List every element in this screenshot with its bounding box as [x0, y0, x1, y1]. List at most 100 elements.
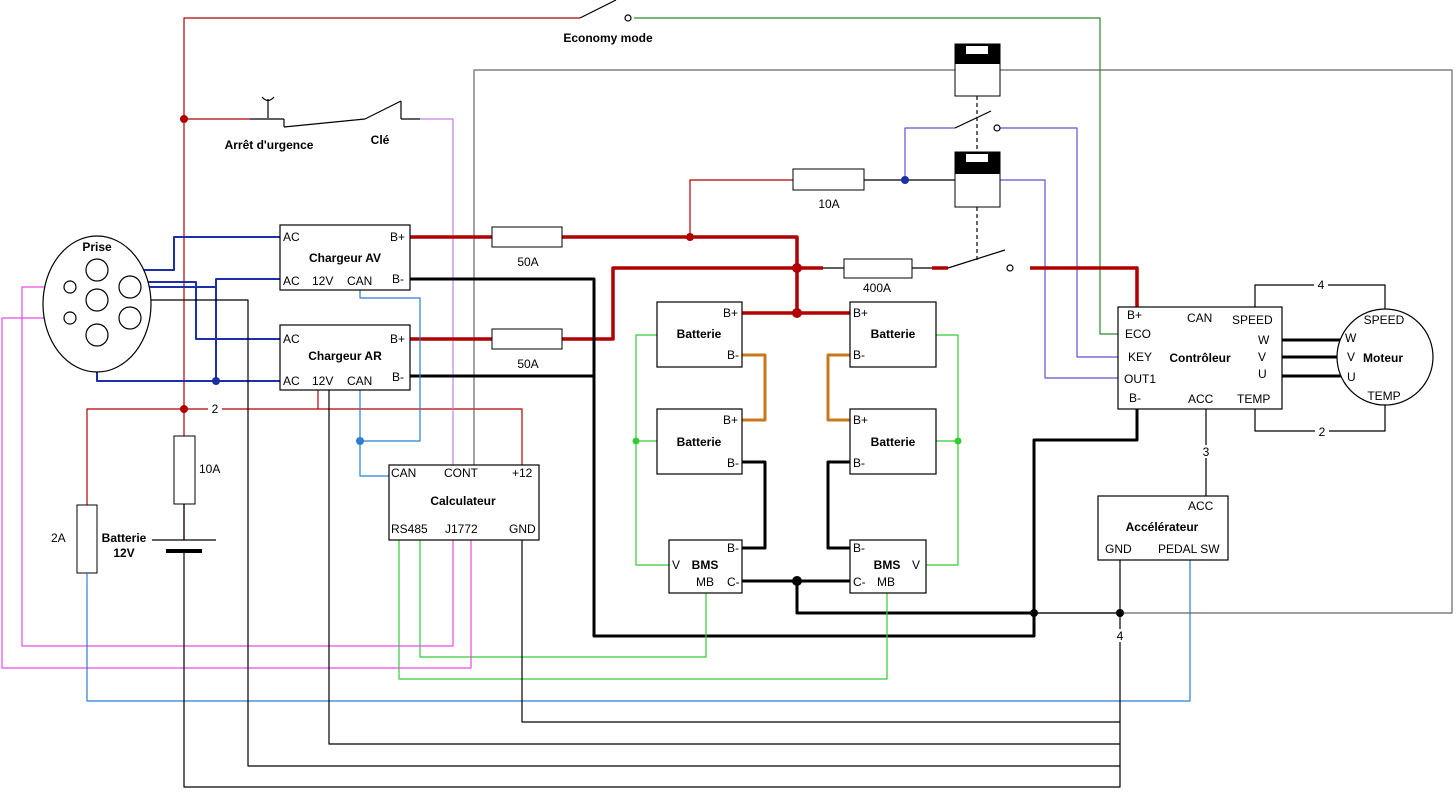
- calculator-gnd: GND: [509, 522, 536, 536]
- fuse-50a-top-label: 50A: [517, 255, 538, 269]
- red-rear-to-pack: [562, 266, 823, 341]
- can-front: [359, 290, 421, 442]
- charger-front-can: CAN: [347, 274, 372, 288]
- economy-switch: [579, 0, 617, 19]
- black-bat-bms-left: [742, 460, 767, 550]
- charger-front-title: Chargeur AV: [309, 251, 381, 265]
- motor-speed: SPEED: [1364, 313, 1405, 327]
- ac-line-2: [108, 281, 280, 340]
- charger-rear-bplus: B+: [390, 332, 405, 346]
- fuse-50a-bottom: [491, 328, 563, 350]
- gnd-return-calc: [521, 540, 1120, 723]
- charger-rear-can: CAN: [347, 374, 372, 388]
- charger-rear-ac1: AC: [283, 332, 300, 346]
- controller-eco: ECO: [1125, 327, 1151, 341]
- plug-title: Prise: [82, 240, 112, 254]
- controller-out1: OUT1: [1124, 372, 1156, 386]
- junction-dot: [212, 377, 220, 385]
- charger-rear-12v: 12V: [312, 374, 333, 388]
- pedal-wire: [86, 560, 1191, 702]
- battery-4-title: Batterie: [871, 435, 916, 449]
- battery-1-title: Batterie: [677, 327, 722, 341]
- bms-box-left: [668, 539, 743, 594]
- controller-bplus: B+: [1127, 308, 1142, 322]
- battery-2-bminus: B-: [853, 348, 865, 362]
- battery-4-bplus: B+: [853, 413, 868, 427]
- battery-4-bminus: B-: [853, 456, 865, 470]
- motor-temp: TEMP: [1367, 389, 1400, 403]
- bms-left-mb: MB: [696, 575, 714, 589]
- calculator-j1772: J1772: [445, 522, 478, 536]
- junction-dot: [1030, 609, 1038, 617]
- charger-rear-ac2: AC: [283, 374, 300, 388]
- battery-2-bplus: B+: [853, 306, 868, 320]
- motor-w: W: [1345, 331, 1357, 345]
- fuse-10a-left-label: 10A: [199, 462, 220, 476]
- controller-v: V: [1258, 350, 1266, 364]
- controller-acc: ACC: [1188, 392, 1214, 406]
- controller-w: W: [1258, 333, 1270, 347]
- junction-dot: [632, 437, 640, 445]
- junction-dot: [792, 576, 802, 586]
- accelerator-acc: ACC: [1188, 499, 1214, 513]
- emergency-stop-label: Arrêt d'urgence: [225, 138, 314, 152]
- bms-left-title: BMS: [692, 558, 719, 572]
- red-10a-branch: [689, 179, 793, 237]
- wire-count-motor-bottom: 2: [1319, 425, 1326, 439]
- controller-bminus: B-: [1129, 391, 1141, 405]
- fuse-400a-label: 400A: [863, 281, 891, 295]
- battery-box-3: [656, 408, 743, 475]
- controller-key: KEY: [1128, 350, 1152, 364]
- bms-sense-right: [926, 334, 959, 566]
- motor-u: U: [1347, 370, 1356, 384]
- black-bms-to-ground: [795, 581, 1034, 615]
- relay-wire-2: [1000, 127, 1118, 358]
- accelerator-title: Accélérateur: [1126, 520, 1199, 534]
- charger-rear-bminus: B-: [392, 370, 404, 384]
- fuse-50a-bottom-label: 50A: [517, 357, 538, 371]
- accelerator-pedal: PEDAL SW: [1158, 542, 1220, 556]
- calculator-box: [388, 464, 540, 541]
- relay-coil-bottom: [954, 151, 1001, 208]
- controller-u: U: [1258, 367, 1267, 381]
- junction-dot: [686, 233, 694, 241]
- charger-front-bplus: B+: [390, 230, 405, 244]
- controller-box: [1117, 306, 1283, 410]
- battery-box-4: [849, 408, 937, 475]
- bms-right-title: BMS: [874, 558, 901, 572]
- bridge-left: [742, 353, 767, 422]
- bms-left-bminus: B-: [727, 541, 739, 555]
- battery12-label-2: 12V: [113, 546, 134, 560]
- gnd-return-plug: [108, 299, 1120, 767]
- calculator-title: Calculateur: [430, 494, 496, 508]
- fuse-400a: [843, 258, 913, 279]
- bms-right-bminus: B-: [853, 541, 865, 555]
- junction-dot: [356, 437, 364, 445]
- red-main-pos: [582, 235, 799, 313]
- j1772-pilot: [21, 286, 454, 647]
- bms-left-cminus: C-: [727, 575, 740, 589]
- wire-count-accel: 3: [1203, 445, 1210, 459]
- motor-v: V: [1347, 350, 1355, 364]
- gnd-return-battery: [183, 550, 1121, 788]
- relay-wire-1: [904, 127, 955, 180]
- contactor-loop: [473, 69, 1453, 614]
- junction-dot: [954, 437, 962, 445]
- rs485-left-bms: [419, 540, 707, 658]
- junction-dot: [1116, 609, 1124, 617]
- bms-right-v: V: [912, 558, 920, 572]
- red-12v-distribution: [86, 408, 523, 505]
- controller-title: Contrôleur: [1169, 351, 1231, 365]
- eco-wire: [634, 17, 1118, 335]
- motor-circle: [1336, 308, 1434, 406]
- battery12-label-1: Batterie: [102, 531, 147, 545]
- junction-dot: [792, 308, 802, 318]
- key-switch: [283, 118, 366, 128]
- junction-dot: [901, 176, 909, 184]
- bridge-right: [826, 353, 850, 422]
- accelerator-gnd: GND: [1105, 542, 1132, 556]
- j1772-prox: [1, 317, 472, 669]
- fuse-2a-label: 2A: [51, 531, 66, 545]
- junction-dot: [180, 405, 188, 413]
- controller-speed: SPEED: [1232, 313, 1273, 327]
